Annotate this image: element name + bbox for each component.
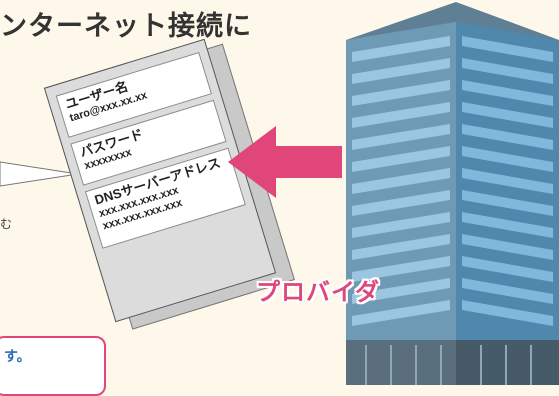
edge-text: む bbox=[0, 217, 13, 231]
office-building-icon bbox=[346, 2, 559, 385]
note-box: す。 bbox=[0, 336, 106, 396]
left-arrow-icon bbox=[228, 126, 342, 198]
provider-label: プロバイダ bbox=[256, 278, 381, 306]
note-text: す。 bbox=[4, 349, 31, 365]
speech-pointer-icon bbox=[0, 161, 79, 187]
page-title: ンターネット接続に bbox=[0, 11, 252, 42]
